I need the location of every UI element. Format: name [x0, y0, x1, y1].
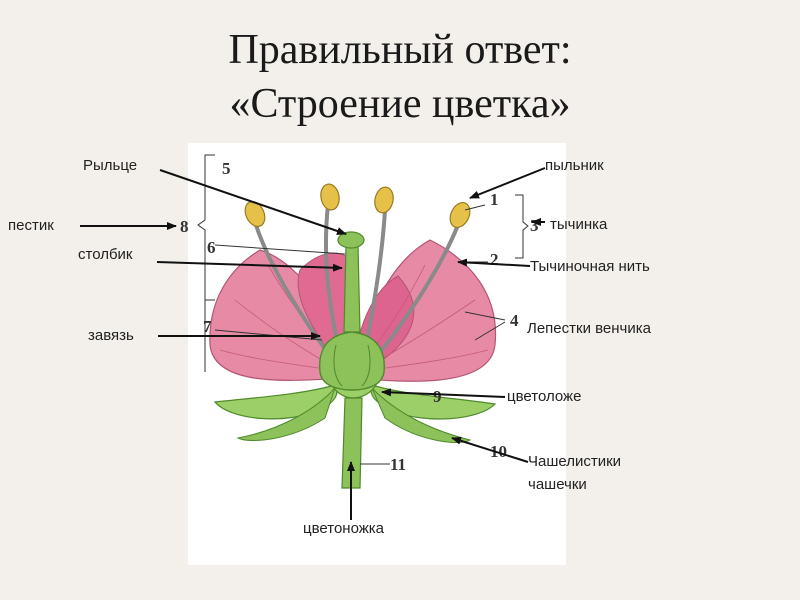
ovary-shape — [318, 331, 385, 391]
label-anther: пыльник — [545, 157, 604, 174]
ovary-lines — [333, 344, 371, 387]
arrow-receptacle — [381, 388, 506, 398]
arrow-sepals — [451, 436, 529, 463]
num-10: 10 — [490, 442, 507, 461]
num-1: 1 — [490, 190, 499, 209]
anther-3 — [374, 186, 394, 214]
arrow-filament — [457, 258, 531, 267]
stigma-shape — [337, 231, 365, 249]
sepal-left — [213, 384, 338, 420]
diagram-labels: Рыльце пестик столбик завязь пыльник тыч… — [8, 157, 652, 537]
num-7: 7 — [203, 317, 212, 336]
num-8: 8 — [180, 217, 189, 236]
label-filament: Тычиночная нить — [530, 258, 650, 275]
anther-1 — [244, 201, 266, 227]
num-6: 6 — [207, 238, 216, 257]
label-stamen: тычинка — [550, 216, 608, 233]
label-arrows — [80, 167, 546, 520]
label-sepals-line1: Чашелистики — [528, 453, 621, 470]
pistil — [318, 231, 385, 391]
num-9: 9 — [433, 387, 442, 406]
num-2: 2 — [490, 250, 499, 269]
label-sepals-line2: чашечки — [528, 476, 587, 493]
label-stigma: Рыльце — [83, 157, 137, 174]
num-11: 11 — [390, 455, 406, 474]
num-4: 4 — [510, 311, 519, 330]
page-title-line1: Правильный ответ: — [228, 27, 572, 73]
style-shape — [343, 245, 361, 333]
arrow-stigma — [159, 169, 347, 235]
anther-2 — [320, 183, 340, 211]
label-pistil: пестик — [8, 217, 54, 234]
label-receptacle: цветоложе — [507, 388, 581, 405]
page-title-line2: «Строение цветка» — [229, 81, 571, 127]
arrow-anther — [469, 167, 546, 199]
num-5: 5 — [222, 159, 231, 178]
label-style: столбик — [78, 246, 133, 263]
arrow-style — [156, 261, 343, 272]
anther-4 — [449, 202, 471, 228]
diagram-numbers: 5 8 6 7 1 3 2 4 9 10 11 — [180, 159, 539, 474]
label-ovary: завязь — [88, 327, 134, 344]
label-pedicel: цветоножка — [303, 520, 385, 537]
num-3: 3 — [530, 216, 539, 235]
sepal-right-lower — [371, 387, 472, 443]
sepal-left-lower — [236, 387, 336, 441]
label-petals: Лепестки венчика — [527, 320, 652, 337]
